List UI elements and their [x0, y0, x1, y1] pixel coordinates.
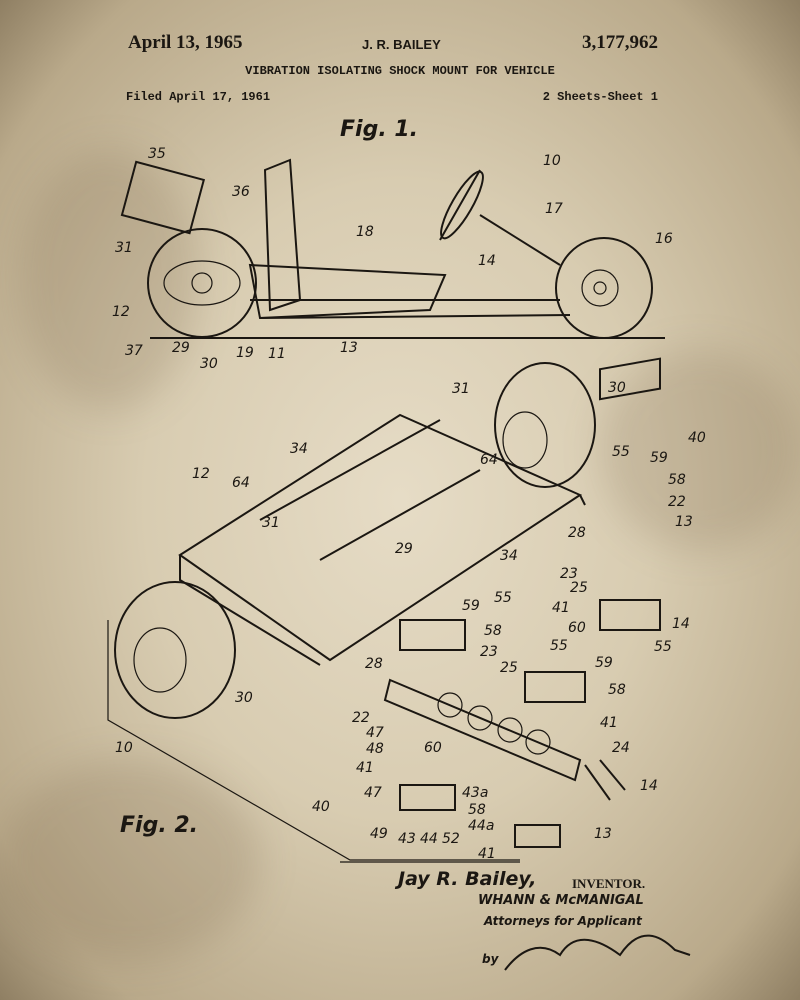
ref-numeral: 55 [494, 590, 512, 606]
figure-1-go-kart-side-view: Fig. 1. 35 36 10 17 18 31 14 16 12 37 29… [112, 117, 673, 372]
ref-numeral: 12 [192, 466, 210, 482]
ref-numeral: 34 [290, 441, 308, 457]
ref-numeral: 28 [365, 656, 383, 672]
patent-title: VIBRATION ISOLATING SHOCK MOUNT FOR VEHI… [245, 64, 555, 78]
paper-stain [0, 760, 260, 960]
inventor-name: J. R. BAILEY [362, 37, 441, 52]
figure-2-chassis-exploded-view: Fig. 2. 31 30 34 40 12 64 64 55 59 58 22… [107, 357, 706, 863]
ref-numeral: 18 [356, 224, 374, 240]
ref-numeral: 23 [560, 566, 578, 582]
ref-numerals: 31 30 34 40 12 64 64 55 59 58 22 31 29 3… [115, 380, 706, 862]
ref-numeral: 58 [668, 472, 686, 488]
ref-numeral: 49 [370, 826, 388, 842]
ref-numeral: 40 [312, 799, 330, 815]
ref-numeral: 10 [543, 153, 561, 169]
ref-numeral: 14 [478, 253, 496, 269]
ref-numeral: 41 [600, 715, 618, 731]
ref-numeral: 17 [545, 201, 563, 217]
figure-1-label: Fig. 1. [340, 117, 418, 142]
inventor-signature: Jay R. Bailey, [398, 868, 537, 890]
ref-numeral: 36 [232, 184, 250, 200]
ref-numeral: 11 [268, 346, 286, 362]
ref-numeral: 35 [148, 146, 166, 162]
ref-numeral: 29 [395, 541, 413, 557]
ref-numeral: 30 [608, 380, 626, 396]
ref-numeral: 29 [172, 340, 190, 356]
ref-numeral: 55 [654, 639, 672, 655]
ref-numeral: 58 [608, 682, 626, 698]
ref-numeral: 40 [688, 430, 706, 446]
ref-numeral: 59 [650, 450, 668, 466]
ref-numeral: 22 [352, 710, 370, 726]
inventor-label: INVENTOR. [572, 876, 646, 891]
ref-numeral: 43a [462, 785, 488, 801]
figure-2-label: Fig. 2. [120, 813, 198, 838]
filed-date: Filed April 17, 1961 [126, 90, 271, 104]
ref-numeral: 64 [232, 475, 250, 491]
attorney-signature [504, 934, 691, 971]
ref-numeral: 24 [612, 740, 630, 756]
ref-numeral: 13 [594, 826, 612, 842]
ref-numeral: 14 [672, 616, 690, 632]
ref-numeral: 41 [356, 760, 374, 776]
ref-numeral: 19 [236, 345, 254, 361]
ref-numeral: 13 [675, 514, 693, 530]
ref-numeral: 12 [112, 304, 130, 320]
ref-numeral: 44 [420, 831, 438, 847]
ref-numeral: 43 [398, 831, 416, 847]
ref-numeral: 58 [468, 802, 486, 818]
paper-stain [600, 350, 800, 550]
ref-numeral: 44a [468, 818, 494, 834]
ref-numeral: 13 [340, 340, 358, 356]
ref-numeral: 10 [115, 740, 133, 756]
ref-numeral: 31 [115, 240, 133, 256]
sheet-count: 2 Sheets-Sheet 1 [542, 90, 658, 104]
ref-numeral: 31 [262, 515, 280, 531]
ref-numeral: 52 [442, 831, 460, 847]
ref-numeral: 34 [500, 548, 518, 564]
by-label: by [482, 952, 499, 966]
ref-numeral: 23 [480, 644, 498, 660]
ref-numeral: 59 [595, 655, 613, 671]
ref-numeral: 41 [478, 846, 496, 862]
ref-numeral: 55 [550, 638, 568, 654]
attorneys-name: WHANN & McMANIGAL [478, 893, 644, 908]
patent-number: 3,177,962 [582, 32, 658, 53]
attorneys-label: Attorneys for Applicant [484, 914, 642, 928]
patent-date: April 13, 1965 [128, 32, 243, 53]
ref-numeral: 64 [480, 452, 498, 468]
ref-numeral: 30 [200, 356, 218, 372]
ref-numeral: 59 [462, 598, 480, 614]
ref-numeral: 60 [568, 620, 586, 636]
ref-numeral: 37 [125, 343, 143, 359]
ref-numeral: 14 [640, 778, 658, 794]
ref-numeral: 47 [364, 785, 382, 801]
ref-numeral: 28 [568, 525, 586, 541]
paper-stain [20, 150, 200, 410]
ref-numeral: 47 [366, 725, 384, 741]
ref-numeral: 55 [612, 444, 630, 460]
ref-numeral: 30 [235, 690, 253, 706]
ref-numeral: 41 [552, 600, 570, 616]
ref-numeral: 16 [655, 231, 673, 247]
ref-numeral: 31 [452, 381, 470, 397]
ref-numeral: 25 [500, 660, 518, 676]
ref-numeral: 58 [484, 623, 502, 639]
ref-numeral: 22 [668, 494, 686, 510]
ref-numeral: 48 [366, 741, 384, 757]
ref-numeral: 25 [570, 580, 588, 596]
ref-numeral: 60 [424, 740, 442, 756]
